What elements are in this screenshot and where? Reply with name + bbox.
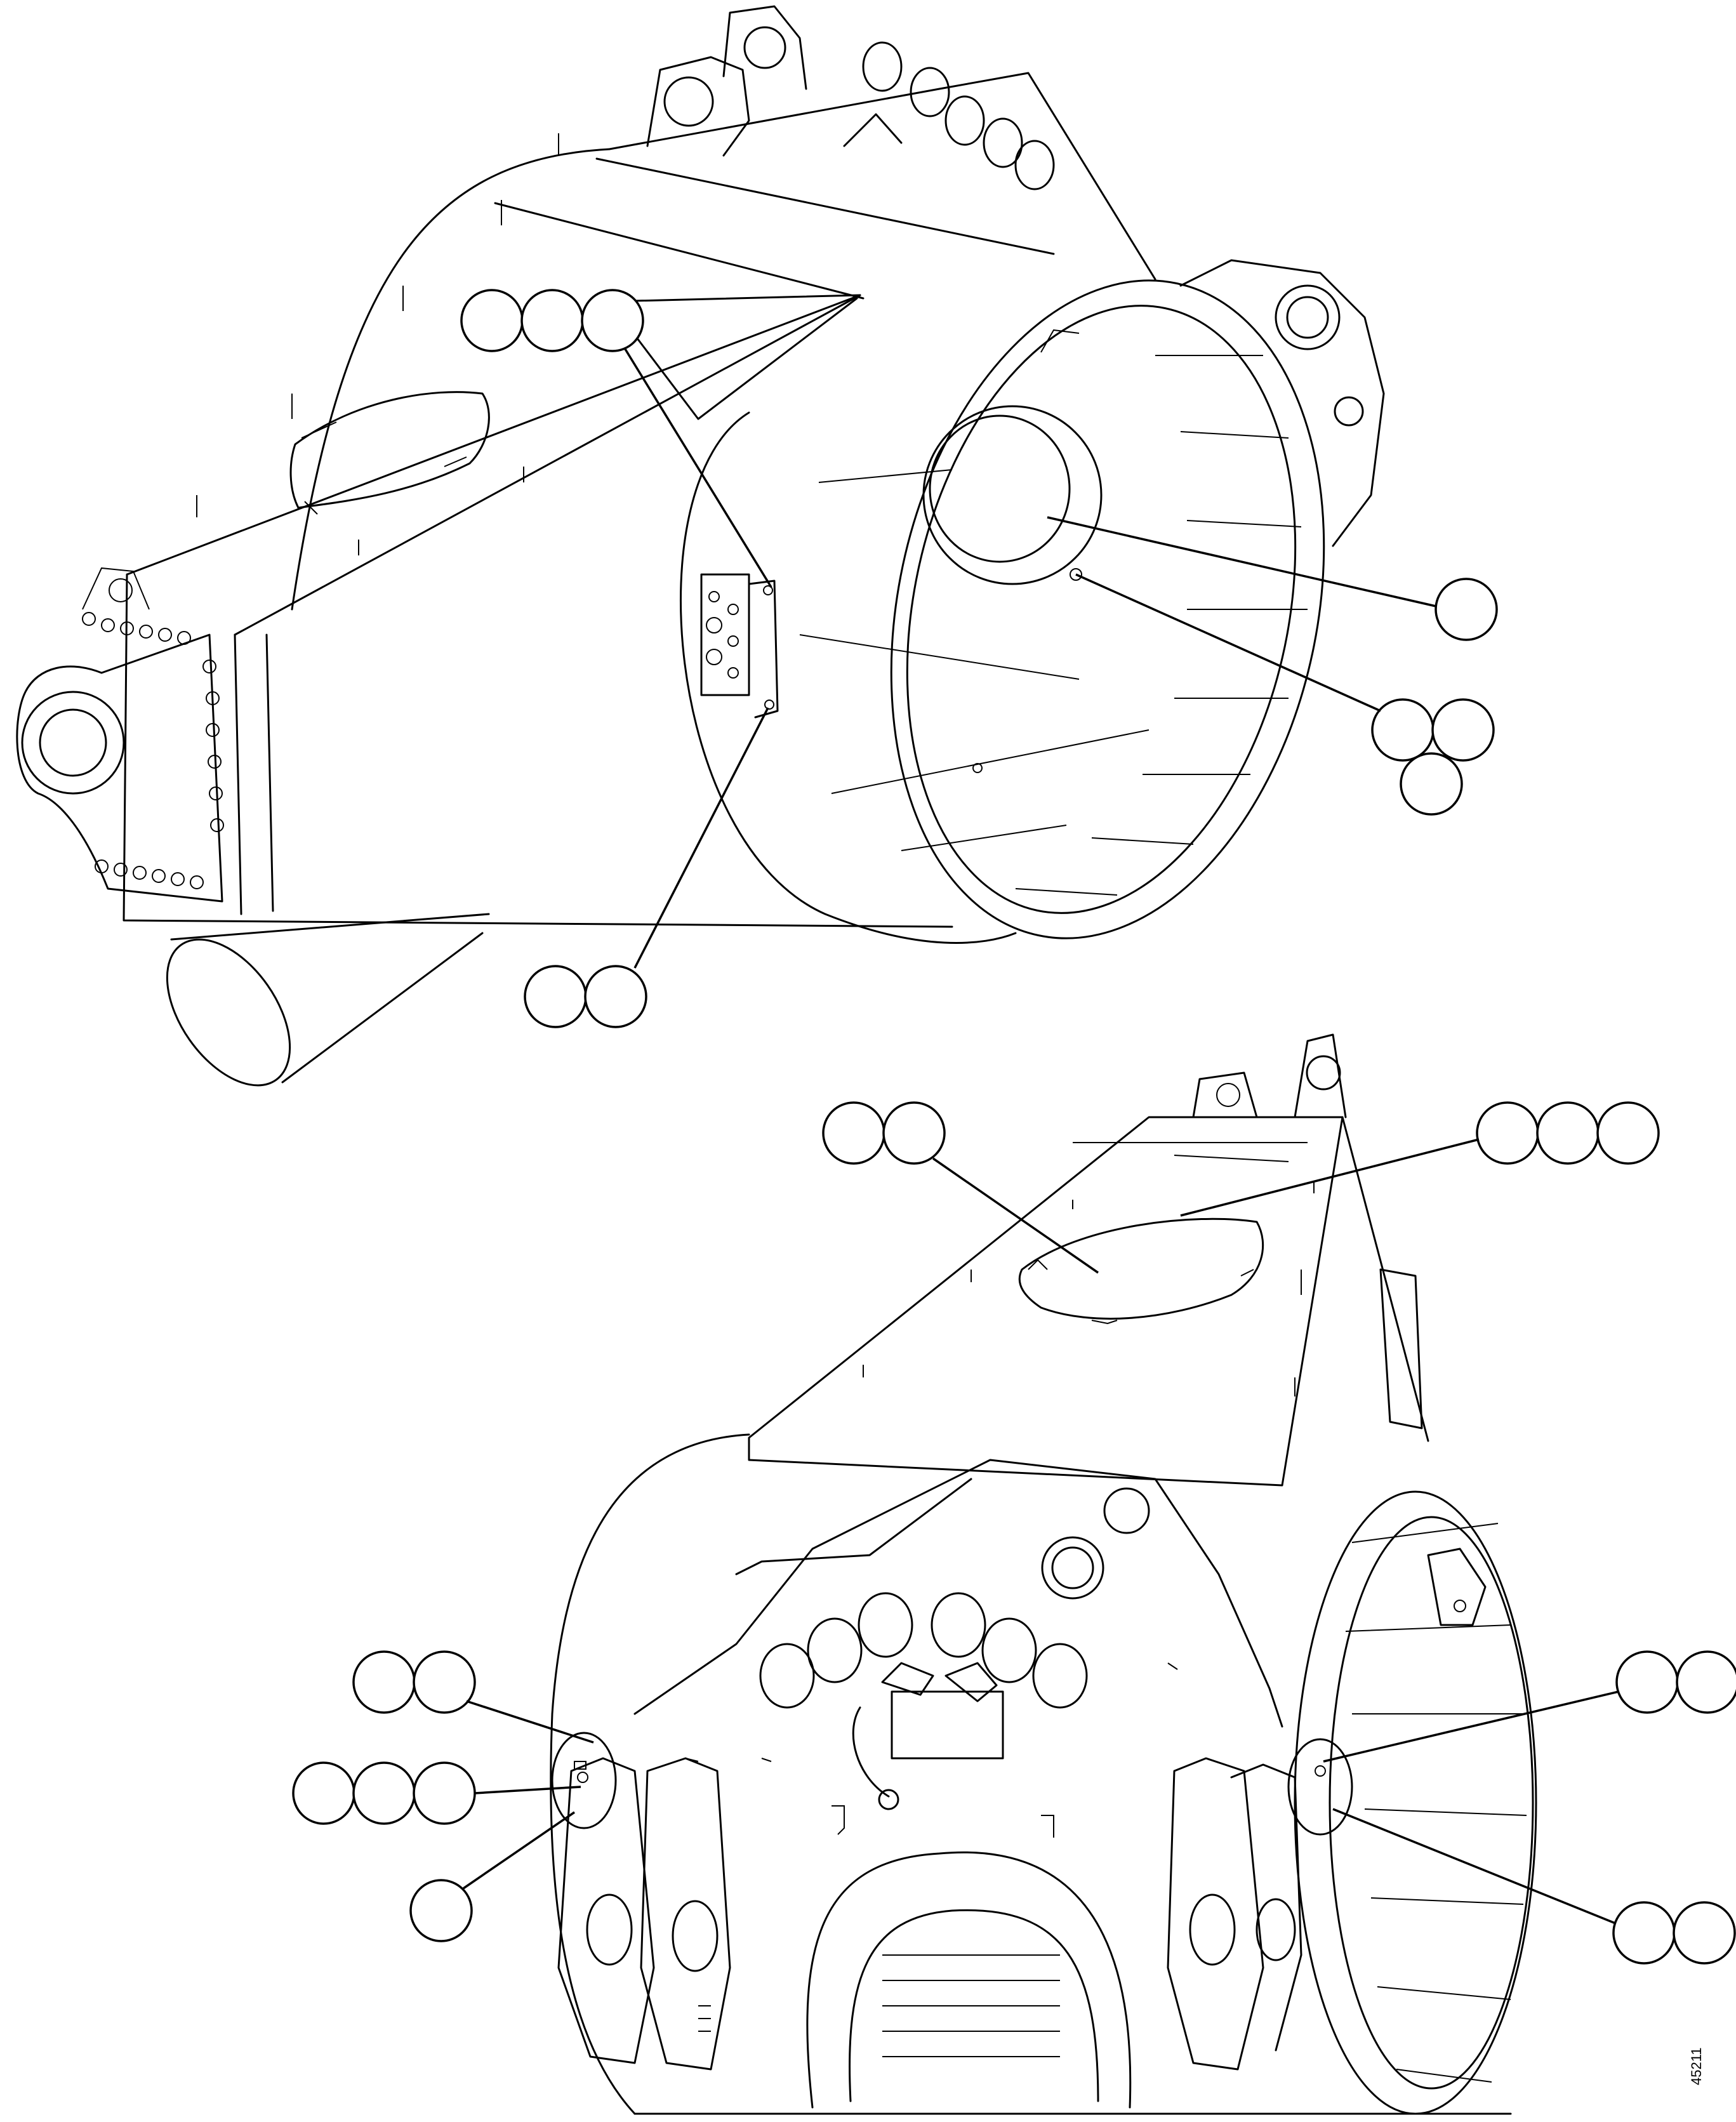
callout-group-lower-cover-lug [1180, 1101, 1660, 1217]
callout-single-left-cover-plate [409, 1811, 575, 1942]
lower-side-lugs [557, 1757, 1302, 2071]
callout-group-right-cover [1323, 1650, 1736, 1763]
callout-group-right-cover-plate [1332, 1808, 1736, 1965]
callout-group-left-cover-bolt [292, 1761, 581, 1825]
lower-right-round-cover [1287, 1738, 1353, 1836]
upper-port-panel [700, 573, 779, 719]
upper-top-lugs [646, 5, 903, 157]
callout-group-left-cover [352, 1650, 594, 1744]
lower-frame-assembly [550, 1033, 1537, 2115]
callout-group-port-panel [524, 707, 769, 1028]
lower-ridge-bracket [633, 1459, 1283, 1728]
lower-electric-box [852, 1662, 1004, 1810]
upper-tube [166, 913, 490, 1087]
upper-connector-row [862, 41, 1055, 190]
upper-front-bracket [16, 567, 224, 903]
upper-cylinder-housing [680, 279, 1325, 944]
callout-single-hub [1047, 516, 1498, 641]
callouts-lower [292, 1101, 1736, 1965]
upper-frame-assembly [16, 5, 1385, 1087]
lower-center-opening [806, 1851, 1132, 2109]
figure-id-label: 45211 [1688, 2047, 1704, 2085]
upper-access-cover [289, 391, 490, 515]
upper-top-studs [196, 133, 559, 555]
callouts-upper [460, 289, 1498, 1028]
lower-left-round-cover [551, 1732, 617, 1829]
upper-right-pivot [1179, 259, 1385, 547]
callout-group-top-cover [460, 289, 772, 588]
lower-connector-row [759, 1592, 1088, 1709]
upper-box-body [123, 72, 1156, 928]
callout-group-hub-bolt [1075, 573, 1495, 816]
lower-top-studs [863, 1181, 1315, 1396]
lower-drum-body [550, 1433, 1537, 2115]
upper-bolt-row [82, 612, 224, 889]
callout-group-lower-cover [822, 1101, 1099, 1274]
lower-access-cover [1018, 1217, 1264, 1325]
lower-small-fittings [685, 1662, 1178, 1838]
